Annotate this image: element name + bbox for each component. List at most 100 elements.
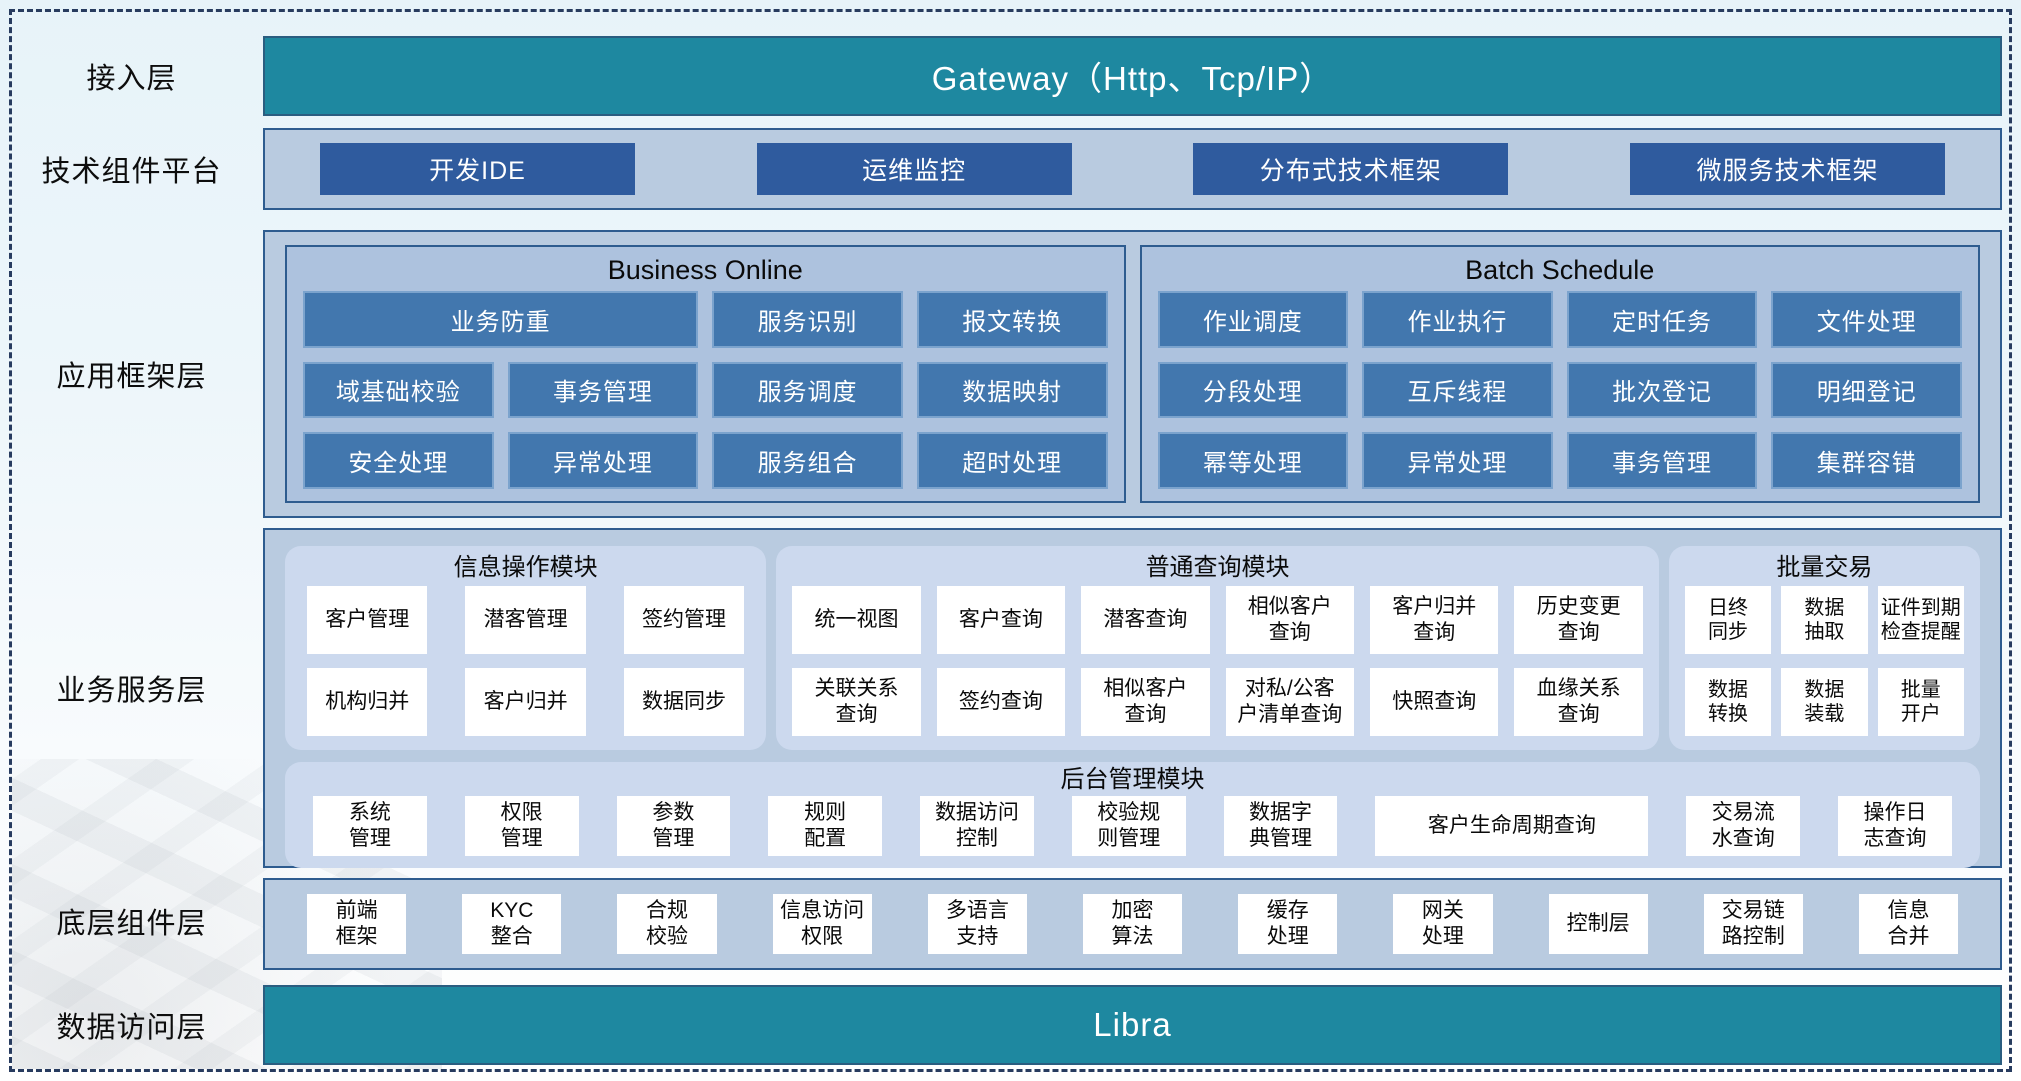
- common-query-item: 快照查询: [1369, 668, 1499, 736]
- base-component-item: 多语言 支持: [927, 894, 1027, 954]
- business-online-item: 数据映射: [916, 361, 1108, 419]
- tech-item-microservice-framework: 微服务技术框架: [1629, 143, 1945, 195]
- common-query-item: 关联关系 查询: [792, 668, 921, 736]
- business-online-item: 异常处理: [507, 432, 699, 489]
- common-query-item: 相似客户 查询: [1225, 586, 1354, 654]
- batch-schedule-item: 异常处理: [1362, 432, 1553, 489]
- batch-transaction-item: 日终 同步: [1684, 586, 1772, 654]
- admin-item-customer-lifecycle-query: 客户生命周期查询: [1375, 796, 1649, 856]
- admin-item: 权限 管理: [464, 796, 579, 856]
- business-online-item: 安全处理: [303, 432, 494, 489]
- layer-label-access: 接入层: [86, 63, 177, 95]
- batch-schedule-item: 集群容错: [1771, 432, 1962, 489]
- tech-item-dev-ide: 开发IDE: [320, 143, 635, 195]
- batch-transaction-card: 批量交易 日终 同步 数据 抽取 证件到期 检查提醒 数据 转换 数据 装载 批…: [1668, 546, 1980, 750]
- base-component-item: KYC 整合: [462, 894, 562, 954]
- base-component-item: 加密 算法: [1082, 894, 1183, 954]
- admin-module-row: 系统 管理 权限 管理 参数 管理 规则 配置 数据访问 控制 校验规 则管理 …: [313, 796, 1952, 868]
- layer-label-app-framework: 应用框架层: [56, 361, 207, 393]
- business-online-item: 服务调度: [712, 361, 903, 419]
- admin-item: 操作日 志查询: [1838, 796, 1952, 856]
- admin-item: 规则 配置: [768, 796, 883, 856]
- common-query-item: 相似客户 查询: [1081, 668, 1210, 736]
- business-online-item: 域基础校验: [303, 361, 494, 419]
- common-query-item: 血缘关系 查询: [1514, 668, 1643, 736]
- base-component-item: 控制层: [1548, 894, 1648, 954]
- batch-schedule-item: 作业调度: [1157, 291, 1349, 348]
- business-online-item: 业务防重: [303, 291, 699, 348]
- info-operation-module-card: 信息操作模块 客户管理 潜客管理 签约管理 机构归并 客户归并 数据同步: [285, 546, 767, 750]
- batch-schedule-item: 文件处理: [1771, 291, 1962, 348]
- batch-schedule-item: 分段处理: [1157, 361, 1349, 419]
- batch-transaction-grid: 日终 同步 数据 抽取 证件到期 检查提醒 数据 转换 数据 装载 批量 开户: [1684, 586, 1964, 736]
- business-online-item: 服务识别: [712, 291, 903, 348]
- info-operation-item: 客户归并: [465, 668, 586, 736]
- base-component-item: 交易链 路控制: [1703, 894, 1803, 954]
- base-components-panel: 前端 框架 KYC 整合 合规 校验 信息访问 权限 多语言 支持 加密 算法 …: [263, 878, 2002, 970]
- business-online-item: 服务组合: [712, 432, 903, 489]
- business-online-item: 超时处理: [916, 432, 1108, 489]
- admin-module-card: 后台管理模块 系统 管理 权限 管理 参数 管理 规则 配置 数据访问 控制 校…: [285, 762, 1980, 868]
- admin-module-title: 后台管理模块: [1060, 766, 1205, 793]
- business-online-title: Business Online: [607, 255, 803, 285]
- admin-item: 数据字 典管理: [1223, 796, 1338, 856]
- layer-label-data-access: 数据访问层: [56, 1012, 207, 1044]
- admin-item: 数据访问 控制: [920, 796, 1034, 856]
- base-component-item: 网关 处理: [1393, 894, 1493, 954]
- batch-schedule-item: 事务管理: [1566, 432, 1758, 489]
- business-online-item: 事务管理: [507, 361, 699, 419]
- common-query-item: 潜客查询: [1081, 586, 1210, 654]
- business-online-box: Business Online 业务防重 服务识别 报文转换 域基础校验 事务管…: [285, 245, 1126, 503]
- batch-transaction-item: 批量 开户: [1877, 668, 1964, 736]
- batch-transaction-item: 数据 转换: [1684, 668, 1772, 736]
- layer-label-business-service: 业务服务层: [56, 675, 207, 707]
- batch-schedule-item: 批次登记: [1566, 361, 1758, 419]
- info-operation-item: 机构归并: [307, 668, 428, 736]
- admin-item: 参数 管理: [616, 796, 731, 856]
- info-operation-item: 客户管理: [307, 586, 428, 654]
- common-query-item: 历史变更 查询: [1514, 586, 1643, 654]
- admin-item: 校验规 则管理: [1071, 796, 1186, 856]
- base-component-item: 信息访问 权限: [772, 894, 872, 954]
- layer-label-base-components: 底层组件层: [56, 908, 207, 940]
- common-query-item: 客户查询: [936, 586, 1066, 654]
- batch-transaction-item: 数据 抽取: [1781, 586, 1868, 654]
- batch-schedule-item: 幂等处理: [1157, 432, 1349, 489]
- tech-item-ops-monitoring: 运维监控: [756, 143, 1072, 195]
- business-online-item: 报文转换: [916, 291, 1108, 348]
- libra-bar: Libra: [263, 985, 2002, 1065]
- info-operation-item: 潜客管理: [465, 586, 586, 654]
- batch-schedule-item: 定时任务: [1566, 291, 1758, 348]
- common-query-item: 统一视图: [792, 586, 921, 654]
- batch-schedule-item: 明细登记: [1771, 361, 1962, 419]
- batch-schedule-box: Batch Schedule 作业调度 作业执行 定时任务 文件处理 分段处理 …: [1139, 245, 1980, 503]
- common-query-item: 签约查询: [936, 668, 1066, 736]
- batch-schedule-item: 互斥线程: [1362, 361, 1553, 419]
- business-service-panel: 信息操作模块 客户管理 潜客管理 签约管理 机构归并 客户归并 数据同步 普通查…: [263, 528, 2002, 868]
- batch-transaction-item: 证件到期 检查提醒: [1877, 586, 1964, 654]
- app-framework-panel: Business Online 业务防重 服务识别 报文转换 域基础校验 事务管…: [263, 230, 2002, 518]
- gateway-bar-label: Gateway（Http、Tcp/IP）: [931, 60, 1334, 97]
- base-component-item: 缓存 处理: [1238, 894, 1338, 954]
- common-query-grid: 统一视图 客户查询 潜客查询 相似客户 查询 客户归并 查询 历史变更 查询 关…: [792, 586, 1643, 736]
- batch-schedule-title: Batch Schedule: [1465, 255, 1655, 285]
- info-operation-module-title: 信息操作模块: [453, 554, 598, 581]
- batch-schedule-item: 作业执行: [1362, 291, 1553, 348]
- tech-item-distributed-framework: 分布式技术框架: [1193, 143, 1509, 195]
- info-operation-item: 数据同步: [623, 668, 745, 736]
- info-operation-grid: 客户管理 潜客管理 签约管理 机构归并 客户归并 数据同步: [301, 586, 750, 736]
- business-online-grid: 业务防重 服务识别 报文转换 域基础校验 事务管理 服务调度 数据映射 安全处理…: [303, 291, 1108, 489]
- common-query-item: 对私/公客 户清单查询: [1225, 668, 1354, 736]
- batch-schedule-grid: 作业调度 作业执行 定时任务 文件处理 分段处理 互斥线程 批次登记 明细登记 …: [1157, 291, 1962, 489]
- info-operation-item: 签约管理: [623, 586, 745, 654]
- layer-label-tech-platform: 技术组件平台: [41, 156, 222, 188]
- base-component-item: 信息 合并: [1858, 894, 1959, 954]
- common-query-module-card: 普通查询模块 统一视图 客户查询 潜客查询 相似客户 查询 客户归并 查询 历史…: [776, 546, 1659, 750]
- common-query-module-title: 普通查询模块: [1145, 554, 1290, 581]
- batch-transaction-title: 批量交易: [1776, 554, 1873, 581]
- business-service-cards: 信息操作模块 客户管理 潜客管理 签约管理 机构归并 客户归并 数据同步 普通查…: [285, 546, 1980, 750]
- base-component-item: 合规 校验: [617, 894, 717, 954]
- libra-bar-label: Libra: [1093, 1006, 1172, 1043]
- gateway-bar: Gateway（Http、Tcp/IP）: [263, 36, 2002, 116]
- base-component-item: 前端 框架: [307, 894, 407, 954]
